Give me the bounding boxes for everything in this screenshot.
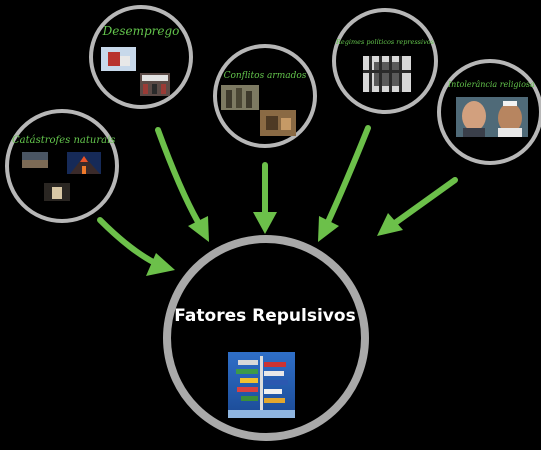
catastrofes-ring	[5, 109, 119, 223]
job-search-photo	[101, 47, 136, 71]
arrowhead-catastrofes	[146, 253, 175, 276]
soldiers-photo	[221, 85, 259, 110]
disaster-photo	[22, 152, 48, 168]
arrow-from-catastrofes	[97, 217, 158, 266]
node-desemprego[interactable]	[89, 5, 193, 109]
confrontation-photo	[456, 97, 528, 137]
center-ring[interactable]	[163, 235, 369, 441]
prison-bars-photo	[363, 56, 411, 92]
combat-photo	[260, 110, 296, 136]
label-regimes-politicos: Regimes políticos repressivos	[336, 38, 435, 46]
node-regimes-politicos[interactable]	[332, 8, 438, 114]
arrow-from-desemprego	[155, 127, 201, 225]
arrow-from-intolerancia	[392, 177, 458, 226]
label-catastrofes-naturais: Catástrofes naturais	[12, 135, 116, 146]
node-intolerancia-religiosa[interactable]	[437, 59, 541, 165]
protest-photo	[140, 73, 170, 96]
label-desemprego: Desemprego	[102, 24, 180, 38]
label-conflitos-armados: Conflitos armados	[223, 71, 307, 81]
signpost-image	[228, 352, 295, 418]
arrowhead-regimes	[318, 216, 339, 242]
arrow-from-regimes	[325, 125, 371, 225]
center-title: Fatores Repulsivos	[174, 306, 356, 326]
volcano-photo	[67, 152, 101, 174]
arrowheads	[146, 212, 403, 276]
arrowhead-conflitos	[253, 212, 277, 234]
arrows	[97, 125, 458, 266]
arrowhead-desemprego	[188, 216, 209, 242]
fire-photo	[44, 183, 70, 201]
label-intolerancia-religiosa: Intolerância religiosa	[448, 80, 535, 89]
arrowhead-intolerancia	[377, 213, 403, 236]
node-catastrofes-naturais[interactable]	[5, 109, 119, 223]
node-conflitos-armados[interactable]	[213, 44, 317, 148]
